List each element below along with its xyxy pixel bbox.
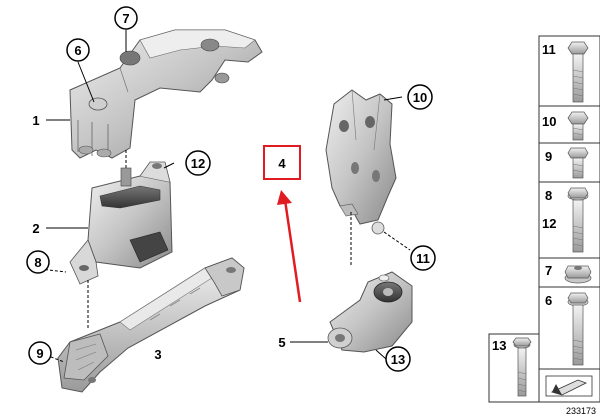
diagram-reference-number: 233173 [566,406,596,416]
callout-12: 12 [185,150,211,176]
callout-label: 3 [154,347,161,362]
callout-label: 1 [32,113,39,128]
callout-label: 8 [34,255,41,270]
part-5-torque-rod [327,271,413,353]
legend-label-13: 13 [492,338,506,353]
bolt-8-12-icon [567,187,589,253]
bolt-11-icon [567,41,589,103]
callout-label: 7 [122,11,129,26]
callout-label: 9 [36,346,43,361]
bolt-13-panel: 13 [488,333,540,403]
callout-5: 5 [278,335,285,350]
callout-label: 12 [191,156,205,171]
highlight-box [263,145,301,180]
callout-10: 10 [407,84,433,110]
legend-label-12: 12 [542,216,556,231]
part-2-transmission-mount [69,161,173,285]
callout-11: 11 [410,245,436,271]
legend-label-11: 11 [542,42,556,57]
bolt-10-icon [567,111,589,141]
part-4-engine-bracket [325,89,397,235]
leader-lines [39,30,403,363]
highlight-arrow [277,190,302,303]
legend-label-9: 9 [545,149,552,164]
legend-label-8: 8 [545,188,552,203]
callout-3: 3 [154,347,161,362]
callout-9: 9 [28,341,52,365]
nut-7-icon [564,265,592,284]
legend-label-10: 10 [542,114,556,129]
callout-13: 13 [385,346,411,372]
callout-label: 13 [391,352,405,367]
leader-line [383,231,411,251]
bolt-9-icon [567,147,589,179]
part-3-cross-member [57,257,245,393]
arrow-direction-icon [545,375,593,397]
callout-label: 4 [278,156,286,171]
part-1-support-bracket [69,29,263,159]
callout-6: 6 [66,38,90,62]
legend-label-6: 6 [545,293,552,308]
fastener-legend-panel: 11 10 9 8 12 7 6 [538,35,600,403]
callout-1: 1 [32,113,39,128]
callout-8: 8 [26,250,50,274]
legend-label-7: 7 [545,263,552,278]
bolt-6-icon [567,292,589,366]
callout-label: 10 [413,90,427,105]
callout-label: 11 [416,251,430,266]
callout-4: 4 [278,156,286,171]
callout-label: 2 [32,221,39,236]
callout-7: 7 [114,6,138,30]
callout-label: 6 [74,43,81,58]
bolt-13-icon [512,337,532,397]
callout-label: 5 [278,335,285,350]
callout-2: 2 [32,221,39,236]
